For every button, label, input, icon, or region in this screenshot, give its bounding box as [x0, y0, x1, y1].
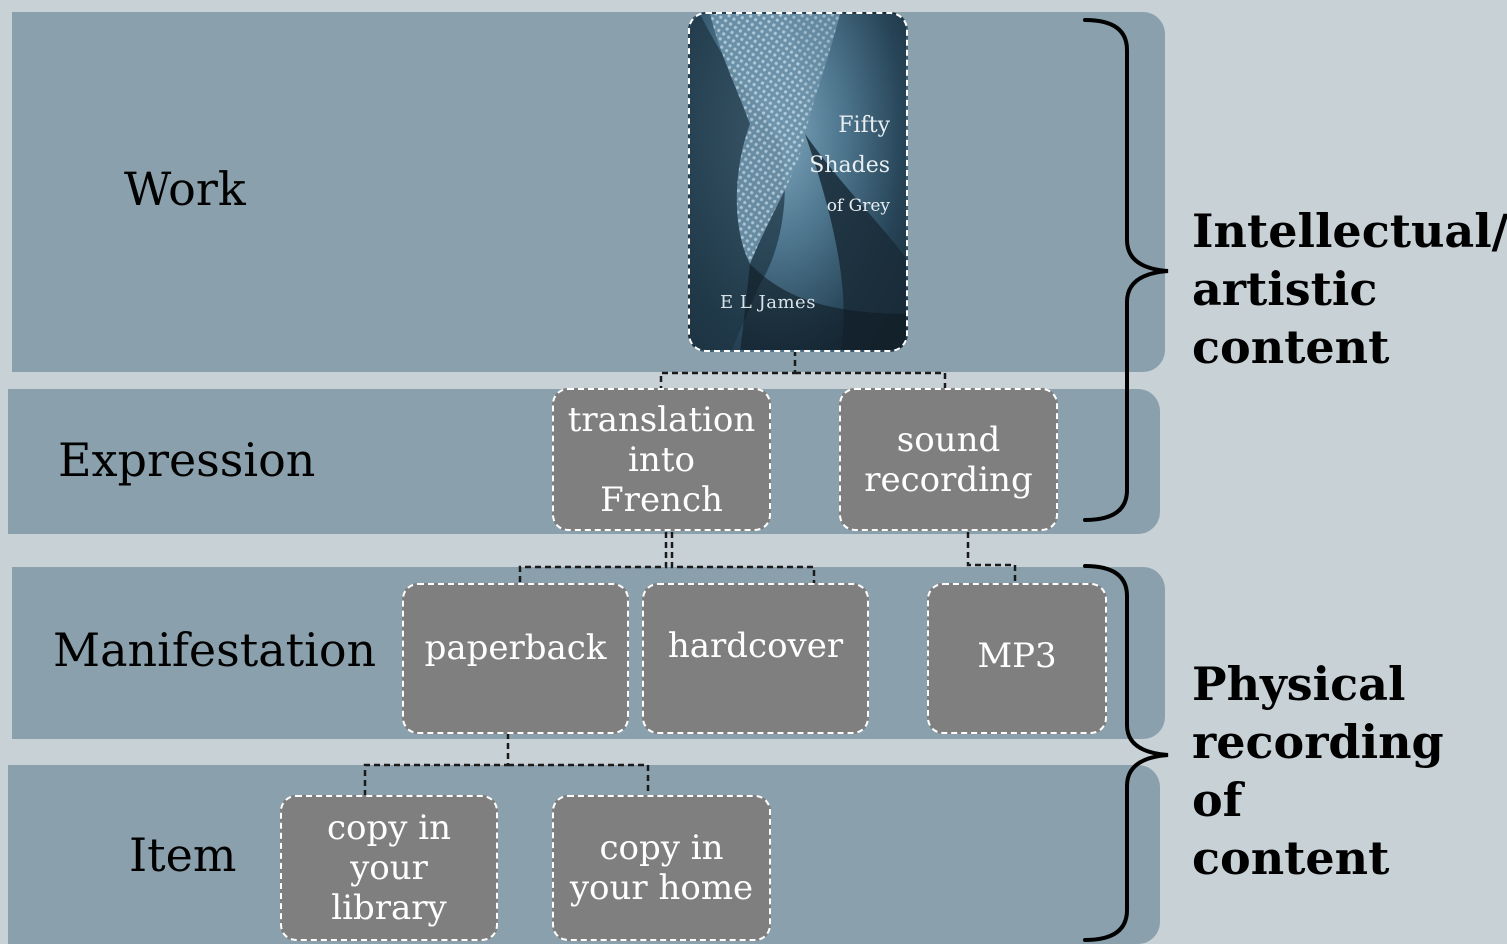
manifestation-label: Manifestation [53, 623, 377, 677]
paperback-to-item-connector [363, 733, 650, 795]
book-title: Fifty Shades of Grey [780, 96, 890, 236]
expression-translation-node: translation into French [552, 388, 771, 531]
expression-sound-recording-node: sound recording [839, 388, 1058, 531]
physical-brace [1083, 564, 1169, 942]
item-library-copy-node: copy in your library [280, 795, 498, 941]
book-title-line-3: of Grey [826, 196, 890, 216]
work-to-expression-connector [659, 350, 947, 388]
intellectual-content-label: Intellectual/ artistic content [1192, 204, 1507, 374]
book-cover-image: Fifty Shades of Grey E L James [688, 12, 908, 352]
manifestation-hardcover-node: hardcover [642, 583, 869, 734]
item-label: Item [129, 828, 237, 882]
item-home-copy-node: copy in your home [552, 795, 771, 941]
translation-to-manifestation-connector [518, 532, 816, 583]
book-title-line-2: Shades [809, 153, 890, 178]
intellectual-brace [1083, 18, 1169, 522]
work-label: Work [124, 162, 246, 216]
tie-illustration [690, 14, 906, 350]
sound-to-mp3-connector [966, 532, 1017, 583]
book-title-line-1: Fifty [838, 113, 890, 138]
book-author: E L James [720, 292, 816, 313]
expression-label: Expression [58, 433, 316, 487]
manifestation-paperback-node: paperback [402, 583, 629, 734]
manifestation-mp3-node: MP3 [927, 583, 1107, 734]
physical-recording-label: Physical recording of content [1192, 657, 1444, 885]
work-band [12, 12, 1165, 372]
